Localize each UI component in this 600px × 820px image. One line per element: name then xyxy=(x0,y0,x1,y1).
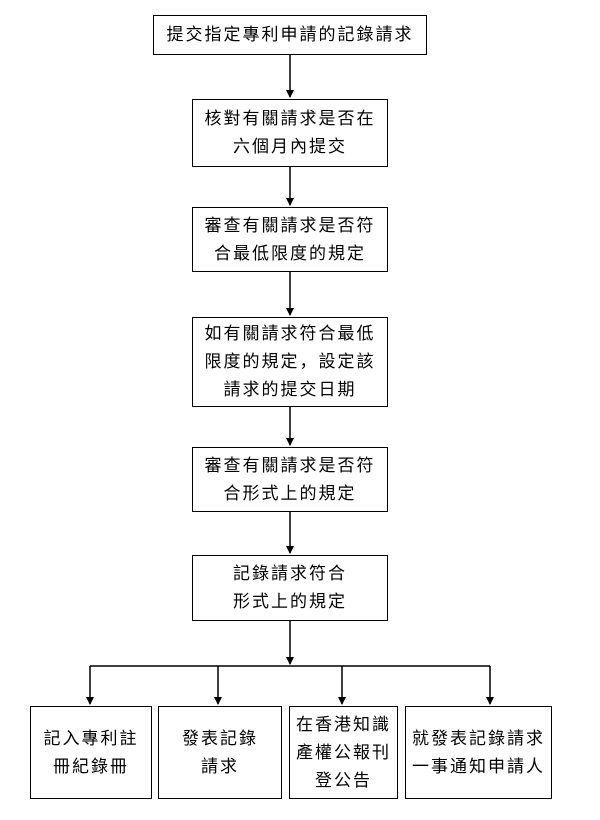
outcome-line: 記入專利註 xyxy=(43,728,139,749)
step-line: 記錄請求符合 xyxy=(233,564,347,584)
step-line: 如有關請求符合最低 xyxy=(204,324,376,344)
step-check-six-months: 核對有關請求是否在 六個月內提交 xyxy=(192,99,388,167)
step-examine-minimum-requirements: 審查有關請求是否符 合最低限度的規定 xyxy=(192,207,388,272)
outcome-line: 一事通知申請人 xyxy=(412,756,545,777)
step-request-complies: 記錄請求符合 形式上的規定 xyxy=(192,555,388,621)
step-line: 請求的提交日期 xyxy=(223,380,357,400)
step-line: 六個月內提交 xyxy=(233,137,347,157)
outcome-line: 登公告 xyxy=(315,770,372,791)
outcome-line: 在香港知識 xyxy=(296,714,391,735)
step-examine-formal-requirements: 審查有關請求是否符 合形式上的規定 xyxy=(192,447,388,512)
step-line: 審查有關請求是否符 xyxy=(204,455,376,476)
outcome-enter-register: 記入專利註 冊紀錄冊 xyxy=(30,706,152,799)
step-line: 核對有關請求是否在 xyxy=(204,109,376,129)
step-line: 限度的規定，設定該 xyxy=(204,352,376,372)
outcome-notify-applicant: 就發表記錄請求 一事通知申請人 xyxy=(405,706,552,799)
step-submit-request: 提交指定專利申請的記錄請求 xyxy=(153,15,427,55)
outcome-line: 冊紀錄冊 xyxy=(53,756,129,777)
outcome-line: 就發表記錄請求 xyxy=(412,728,545,749)
outcome-publish-request: 發表記錄 請求 xyxy=(158,706,282,799)
step-line: 提交指定專利申請的記錄請求 xyxy=(166,25,414,45)
outcome-gazette-notice: 在香港知識 產權公報刊 登公告 xyxy=(289,706,398,799)
step-line: 形式上的規定 xyxy=(233,592,347,612)
step-line: 合形式上的規定 xyxy=(223,483,357,504)
outcome-line: 產權公報刊 xyxy=(296,742,391,763)
step-line: 審查有關請求是否符 xyxy=(204,215,376,236)
outcome-line: 發表記錄 xyxy=(182,728,258,749)
outcome-line: 請求 xyxy=(201,756,239,777)
step-line: 合最低限度的規定 xyxy=(214,243,366,264)
step-set-filing-date: 如有關請求符合最低 限度的規定，設定該 請求的提交日期 xyxy=(192,317,388,407)
